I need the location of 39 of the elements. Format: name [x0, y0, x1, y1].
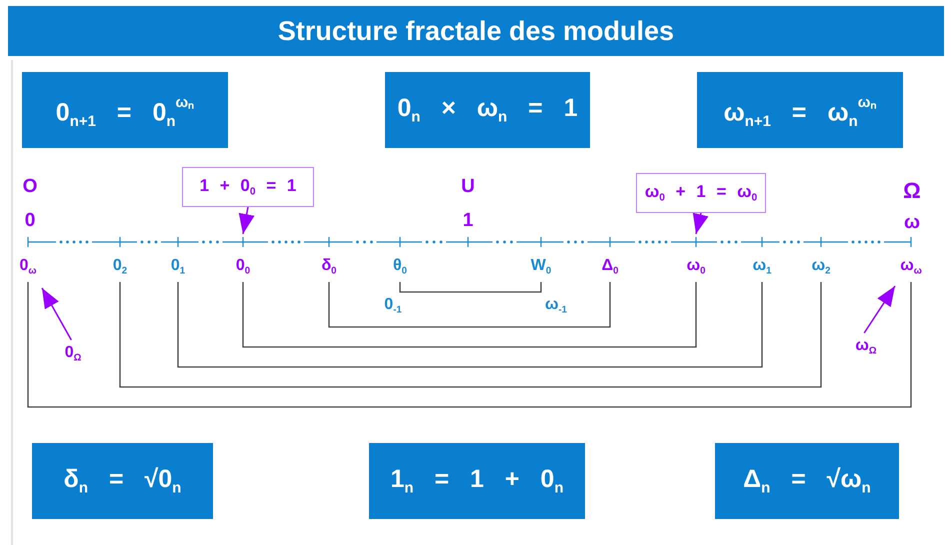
tick-label: δ$_{0}$ — [314, 252, 344, 282]
tick-label: ω$_{2}$ — [806, 252, 836, 282]
callout-box: ω$_{0}$ + 1 = ω$_{0}$ — [636, 173, 766, 213]
axis-mid-label: 1 — [462, 210, 474, 232]
tick-label: 0$_{0}$ — [228, 252, 258, 282]
tick-label: 0$_{ω}$ — [13, 252, 43, 282]
tick-label: 0$_{1}$ — [163, 252, 193, 282]
bracket-label: 0$_{-1}$ — [383, 296, 403, 316]
bracket-connector — [27, 282, 912, 408]
axis-end-label: 0 — [24, 210, 36, 232]
callout-box: 1 + 0$_{0}$ = 1 — [182, 167, 314, 207]
leader-text: ω$_{Ω}$ — [848, 333, 884, 361]
tick-label: ω$_{1}$ — [747, 252, 777, 282]
tick-label: ω$_{ω}$ — [896, 252, 926, 282]
bracket-label: ω$_{-1}$ — [544, 296, 568, 316]
arrow — [41, 288, 72, 340]
leader-text: 0$_{Ω}$ — [56, 340, 90, 368]
axis-end-label: ω — [902, 212, 922, 234]
tick-label: ω$_{0}$ — [681, 252, 711, 282]
axis-end-label: Ω — [902, 178, 922, 204]
bracket-connector — [328, 282, 611, 328]
tick-label: 0$_{2}$ — [105, 252, 135, 282]
axis-end-label: O — [22, 176, 38, 198]
tick-label: Δ$_{0}$ — [595, 252, 625, 282]
formula-box: 1$_{n}$ = 1 + 0$_{n}$ — [369, 443, 585, 519]
bracket-connector — [399, 282, 542, 293]
formula-box: Δ$_{n}$ = √ω$_{n}$ — [715, 443, 899, 519]
tick-label: W$_{0}$ — [526, 252, 556, 282]
formula-box: δ$_{n}$ = √0$_{n}$ — [32, 443, 213, 519]
bracket-connector — [242, 282, 697, 348]
bracket-connector — [177, 282, 763, 368]
arrow — [864, 286, 896, 334]
axis-mid-label: U — [460, 176, 476, 198]
bracket-connector — [119, 282, 822, 388]
title-banner: Structure fractale des modules — [8, 6, 944, 56]
formula-box: 0$_{n}$ × ω$_{n}$ = 1 — [385, 72, 590, 148]
arrow — [692, 212, 708, 234]
arrow — [238, 206, 254, 234]
tick-label: θ$_{0}$ — [385, 252, 415, 282]
